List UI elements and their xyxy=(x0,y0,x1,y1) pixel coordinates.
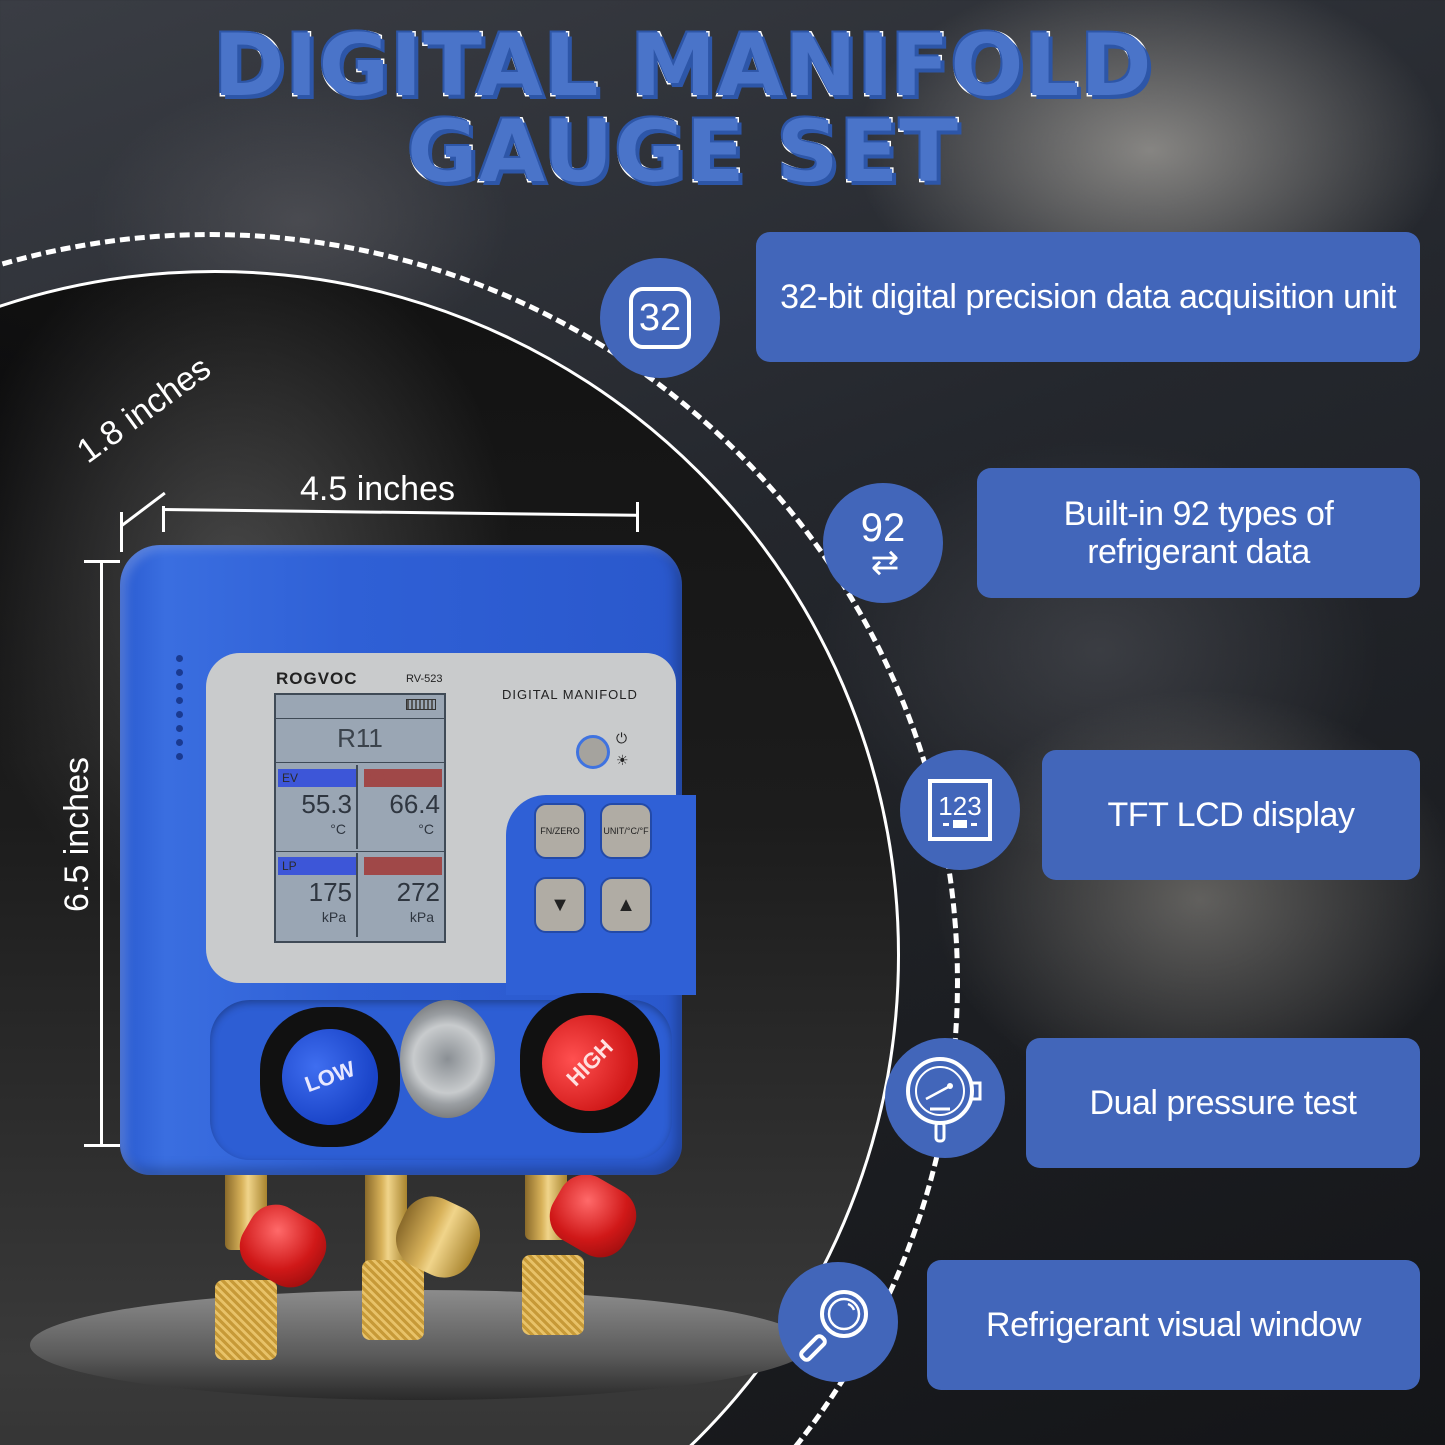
feature-1-box: 32-bit digital precision data acquisitio… xyxy=(756,232,1420,362)
feature-2-icon-circle: 92 ⇅ xyxy=(823,483,943,603)
cell-unit: kPa xyxy=(321,909,346,925)
refrigerant-92-icon: 92 ⇅ xyxy=(860,506,906,578)
high-valve-knob[interactable]: HIGH xyxy=(520,993,660,1133)
high-valve-label: HIGH xyxy=(522,995,658,1131)
depth-dimension-tick xyxy=(120,512,123,552)
center-knurled-nut xyxy=(362,1260,424,1340)
feature-2-box: Built-in 92 types of refrigerant data xyxy=(977,468,1420,598)
low-side-knurled-nut xyxy=(215,1280,277,1360)
feature-1-icon-circle: 32 xyxy=(600,258,720,378)
cell-unit: kPa xyxy=(409,909,434,925)
feature-3-icon-circle: 123 xyxy=(900,750,1020,870)
power-icon: ⏻ xyxy=(616,730,628,746)
lcd-123-icon: 123 xyxy=(928,779,992,841)
low-valve-knob[interactable]: LOW xyxy=(260,1007,400,1147)
cell-tag: LP xyxy=(278,857,356,875)
cell-value: 272 xyxy=(396,877,440,907)
cell-tag: EV xyxy=(278,769,356,787)
cell-tag: CD xyxy=(364,769,442,787)
digital-manifold-device: ROGVOC RV-523 DIGITAL MANIFOLD R11 EV 55… xyxy=(120,545,696,1175)
lcd-cell-lp: LP 175 kPa xyxy=(276,853,358,937)
refrigerant-code: R11 xyxy=(337,723,383,753)
page-title-line-1: DIGITAL MANIFOLD xyxy=(212,16,1153,116)
width-dimension-tick-right xyxy=(636,502,639,532)
pressure-gauge-icon xyxy=(906,1057,982,1143)
power-hints: ⏻ ☀ xyxy=(616,727,629,771)
page-title-line-2: GAUGE SET xyxy=(406,102,960,202)
device-brand: ROGVOC xyxy=(276,669,358,688)
feature-3-box: TFT LCD display xyxy=(1042,750,1420,880)
cell-value: 175 xyxy=(308,877,352,907)
cell-value: 55.3 xyxy=(301,789,352,819)
up-button[interactable]: ▲ xyxy=(600,877,652,933)
lcd-refrigerant-row: R11 xyxy=(276,719,444,763)
device-label: DIGITAL MANIFOLD xyxy=(502,687,638,702)
feature-5-icon-circle xyxy=(778,1262,898,1382)
width-dimension-tick-left xyxy=(162,506,165,532)
lcd-status-row xyxy=(276,695,444,719)
device-model: RV-523 xyxy=(406,673,443,685)
height-dimension-label: 6.5 inches xyxy=(58,757,96,912)
width-dimension-label: 4.5 inches xyxy=(300,470,455,508)
lcd-divider xyxy=(276,851,444,852)
cell-tag: HP xyxy=(364,857,442,875)
feature-5-box: Refrigerant visual window xyxy=(927,1260,1420,1390)
cell-value: 66.4 xyxy=(389,789,440,819)
feature-4-icon-circle xyxy=(885,1038,1005,1158)
power-backlight-button[interactable] xyxy=(576,735,610,769)
lcd-screen: R11 EV 55.3 °C CD 66.4 °C LP 175 kPa HP … xyxy=(274,693,446,943)
down-button[interactable]: ▼ xyxy=(534,877,586,933)
cell-unit: °C xyxy=(418,821,434,837)
unit-button[interactable]: UNIT/°C/°F xyxy=(600,803,652,859)
backlight-icon: ☀ xyxy=(616,752,629,768)
high-side-knurled-nut xyxy=(522,1255,584,1335)
height-dimension-tick-bottom xyxy=(84,1144,120,1147)
chip-32-icon: 32 xyxy=(629,287,691,349)
height-dimension-line xyxy=(100,560,103,1146)
feature-4-box: Dual pressure test xyxy=(1026,1038,1420,1168)
cell-unit: °C xyxy=(330,821,346,837)
low-valve-label: LOW xyxy=(268,1015,392,1139)
lcd-cell-ev: EV 55.3 °C xyxy=(276,765,358,849)
lcd-cell-cd: CD 66.4 °C xyxy=(362,765,444,849)
magnifier-icon xyxy=(799,1290,868,1362)
fn-zero-button[interactable]: FN/ZERO xyxy=(534,803,586,859)
battery-icon xyxy=(406,699,436,710)
side-vents xyxy=(176,655,183,767)
refrigerant-sight-glass xyxy=(400,1000,495,1118)
lcd-cell-hp: HP 272 kPa xyxy=(362,853,444,937)
